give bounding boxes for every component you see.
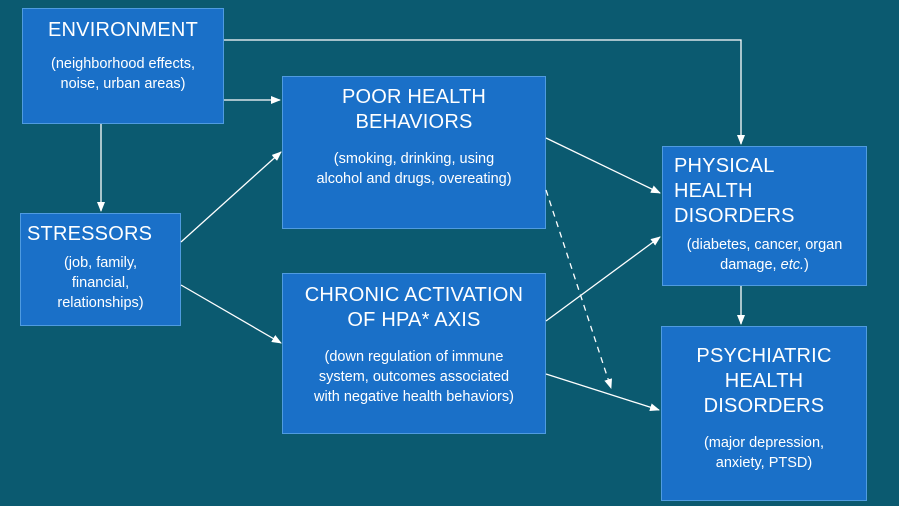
node-chronic-activation-hpa-axis: CHRONIC ACTIVATION OF HPA* AXIS (down re… [282,273,546,434]
title-line: CHRONIC ACTIVATION [304,284,524,306]
desc-line: financial, [71,275,130,291]
node-title: STRESSORS [27,223,153,245]
desc-line: alcohol and drugs, overeating) [316,171,512,187]
node-description: (neighborhood effects, noise, urban area… [23,54,223,94]
arrow-chronic-activation-to-psychiatric [545,373,660,412]
node-description: (smoking, drinking, using alcohol and dr… [283,149,545,189]
desc-line: anxiety, PTSD) [715,455,813,471]
desc-line: damage, etc.) [663,255,866,275]
node-poor-health-behaviors: POOR HEALTH BEHAVIORS (smoking, drinking… [282,76,546,229]
node-physical-health-disorders: PHYSICAL HEALTH DISORDERS (diabetes, can… [662,146,867,286]
arrow-chronic-activation-to-physical [545,236,661,322]
desc-line: (smoking, drinking, using [333,151,495,167]
desc-line: noise, urban areas) [60,76,186,92]
desc-line: with negative health behaviors) [314,389,514,405]
desc-line: (diabetes, cancer, organ [686,237,843,253]
title-line: BEHAVIORS [355,111,473,133]
arrow-poor-health-to-physical [545,137,661,194]
desc-line: (major depression, [703,435,825,451]
desc-line: system, outcomes associated [318,369,510,385]
node-environment: ENVIRONMENT (neighborhood effects, noise… [22,8,224,124]
title-line: POOR HEALTH [341,86,487,108]
desc-text: ) [804,257,809,273]
node-description: (down regulation of immune system, outco… [283,347,545,407]
node-description: (job, family, financial, relationships) [21,253,180,313]
node-psychiatric-health-disorders: PSYCHIATRIC HEALTH DISORDERS (major depr… [661,326,867,501]
title-line: OF HPA* AXIS [347,309,481,331]
desc-line: (down regulation of immune [324,349,504,365]
node-title: ENVIRONMENT [48,19,198,41]
node-title: POOR HEALTH BEHAVIORS [283,85,545,135]
desc-emphasis: etc. [780,257,804,273]
title-line: PSYCHIATRIC [696,345,832,367]
arrow-poor-health-to-psychiatric-dashed [545,189,612,389]
title-line: PHYSICAL [674,155,775,177]
desc-text: damage, [720,257,781,273]
desc-line: (neighborhood effects, [50,56,196,72]
desc-line: relationships) [57,295,144,311]
title-line: DISORDERS [674,205,795,227]
arrow-stressors-to-chronic-activation [180,284,282,344]
title-line: DISORDERS [703,395,825,417]
arrow-stressors-to-poor-health [180,151,282,243]
node-title: PSYCHIATRIC HEALTH DISORDERS [662,344,866,419]
title-line: HEALTH [724,370,804,392]
title-line: HEALTH [674,180,753,202]
node-description: (major depression, anxiety, PTSD) [662,433,866,473]
node-description: (diabetes, cancer, organ damage, etc.) [663,235,866,275]
desc-line: (job, family, [63,255,138,271]
node-title: PHYSICAL HEALTH DISORDERS [663,154,866,229]
node-stressors: STRESSORS (job, family, financial, relat… [20,213,181,326]
node-title: CHRONIC ACTIVATION OF HPA* AXIS [283,283,545,333]
